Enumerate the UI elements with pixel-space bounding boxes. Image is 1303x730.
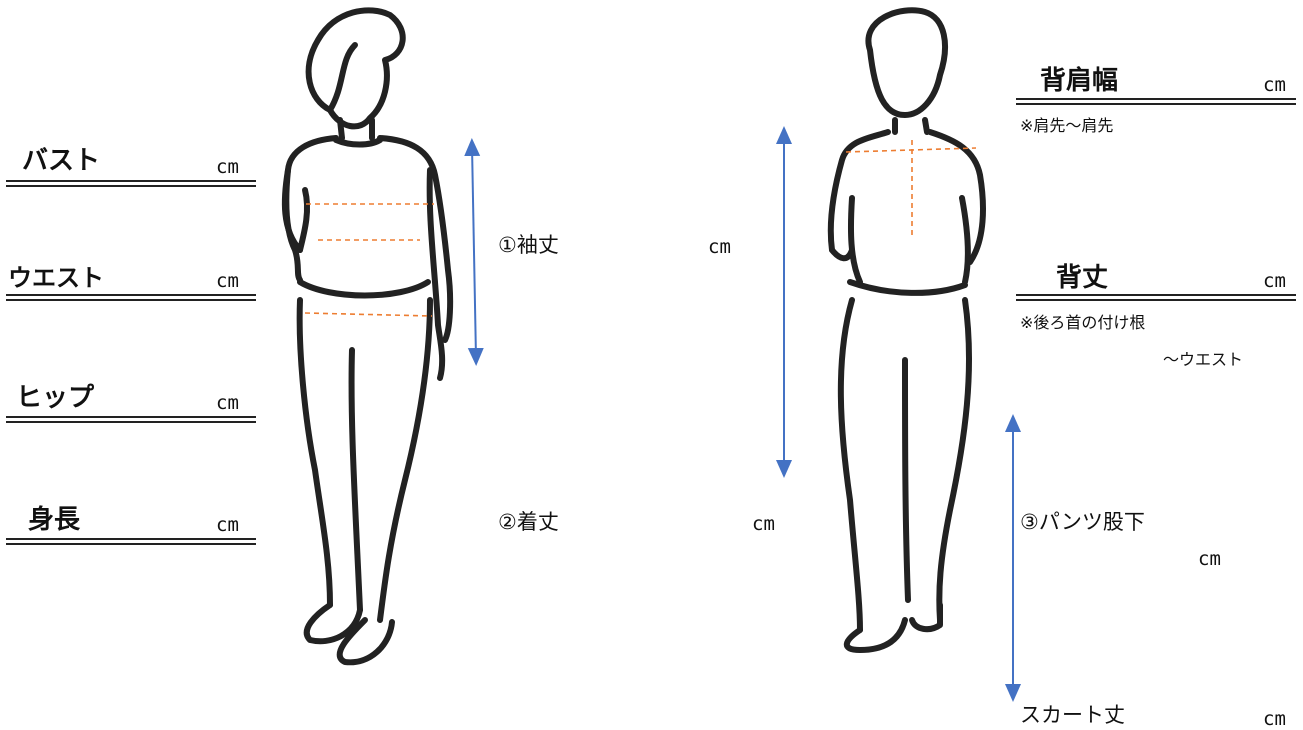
bust-unit: cm — [216, 158, 239, 177]
back-length-label: 背丈 — [1056, 265, 1108, 291]
back-length-unit: cm — [1263, 272, 1286, 291]
height-input-line[interactable] — [6, 538, 256, 545]
shoulder-unit: cm — [1263, 76, 1286, 95]
back-length-input-line[interactable] — [1016, 294, 1296, 301]
sleeve-label: ①袖丈 — [498, 235, 559, 256]
front-head — [309, 10, 403, 126]
waist-unit: cm — [216, 272, 239, 291]
skirt-unit: cm — [1263, 710, 1286, 729]
height-label: 身長 — [28, 507, 80, 533]
waist-input-line[interactable] — [6, 294, 256, 301]
inseam-label: ③パンツ股下 — [1020, 512, 1145, 533]
bust-input-line[interactable] — [6, 180, 256, 187]
inseam-unit: cm — [1198, 550, 1221, 569]
sleeve-unit: cm — [708, 238, 731, 257]
waist-label: ウエスト — [8, 266, 104, 290]
shoulder-note: ※肩先～肩先 — [1020, 118, 1113, 134]
shoulder-input-line[interactable] — [1016, 98, 1296, 105]
front-figure — [285, 10, 450, 662]
length-label: ②着丈 — [498, 512, 559, 533]
back-length-note-2: ～ウエスト — [1163, 352, 1243, 368]
hip-input-line[interactable] — [6, 416, 256, 423]
hip-unit: cm — [216, 394, 239, 413]
length-unit: cm — [752, 515, 775, 534]
sleeve-arrow — [472, 146, 476, 358]
height-unit: cm — [216, 516, 239, 535]
shoulder-label: 背肩幅 — [1040, 68, 1118, 94]
back-figure — [831, 10, 983, 650]
bust-label: バスト — [22, 148, 100, 174]
skirt-label: スカート丈 — [1020, 705, 1125, 726]
hip-label: ヒップ — [16, 385, 94, 411]
back-length-note-1: ※後ろ首の付け根 — [1020, 315, 1145, 331]
back-head — [868, 10, 945, 115]
